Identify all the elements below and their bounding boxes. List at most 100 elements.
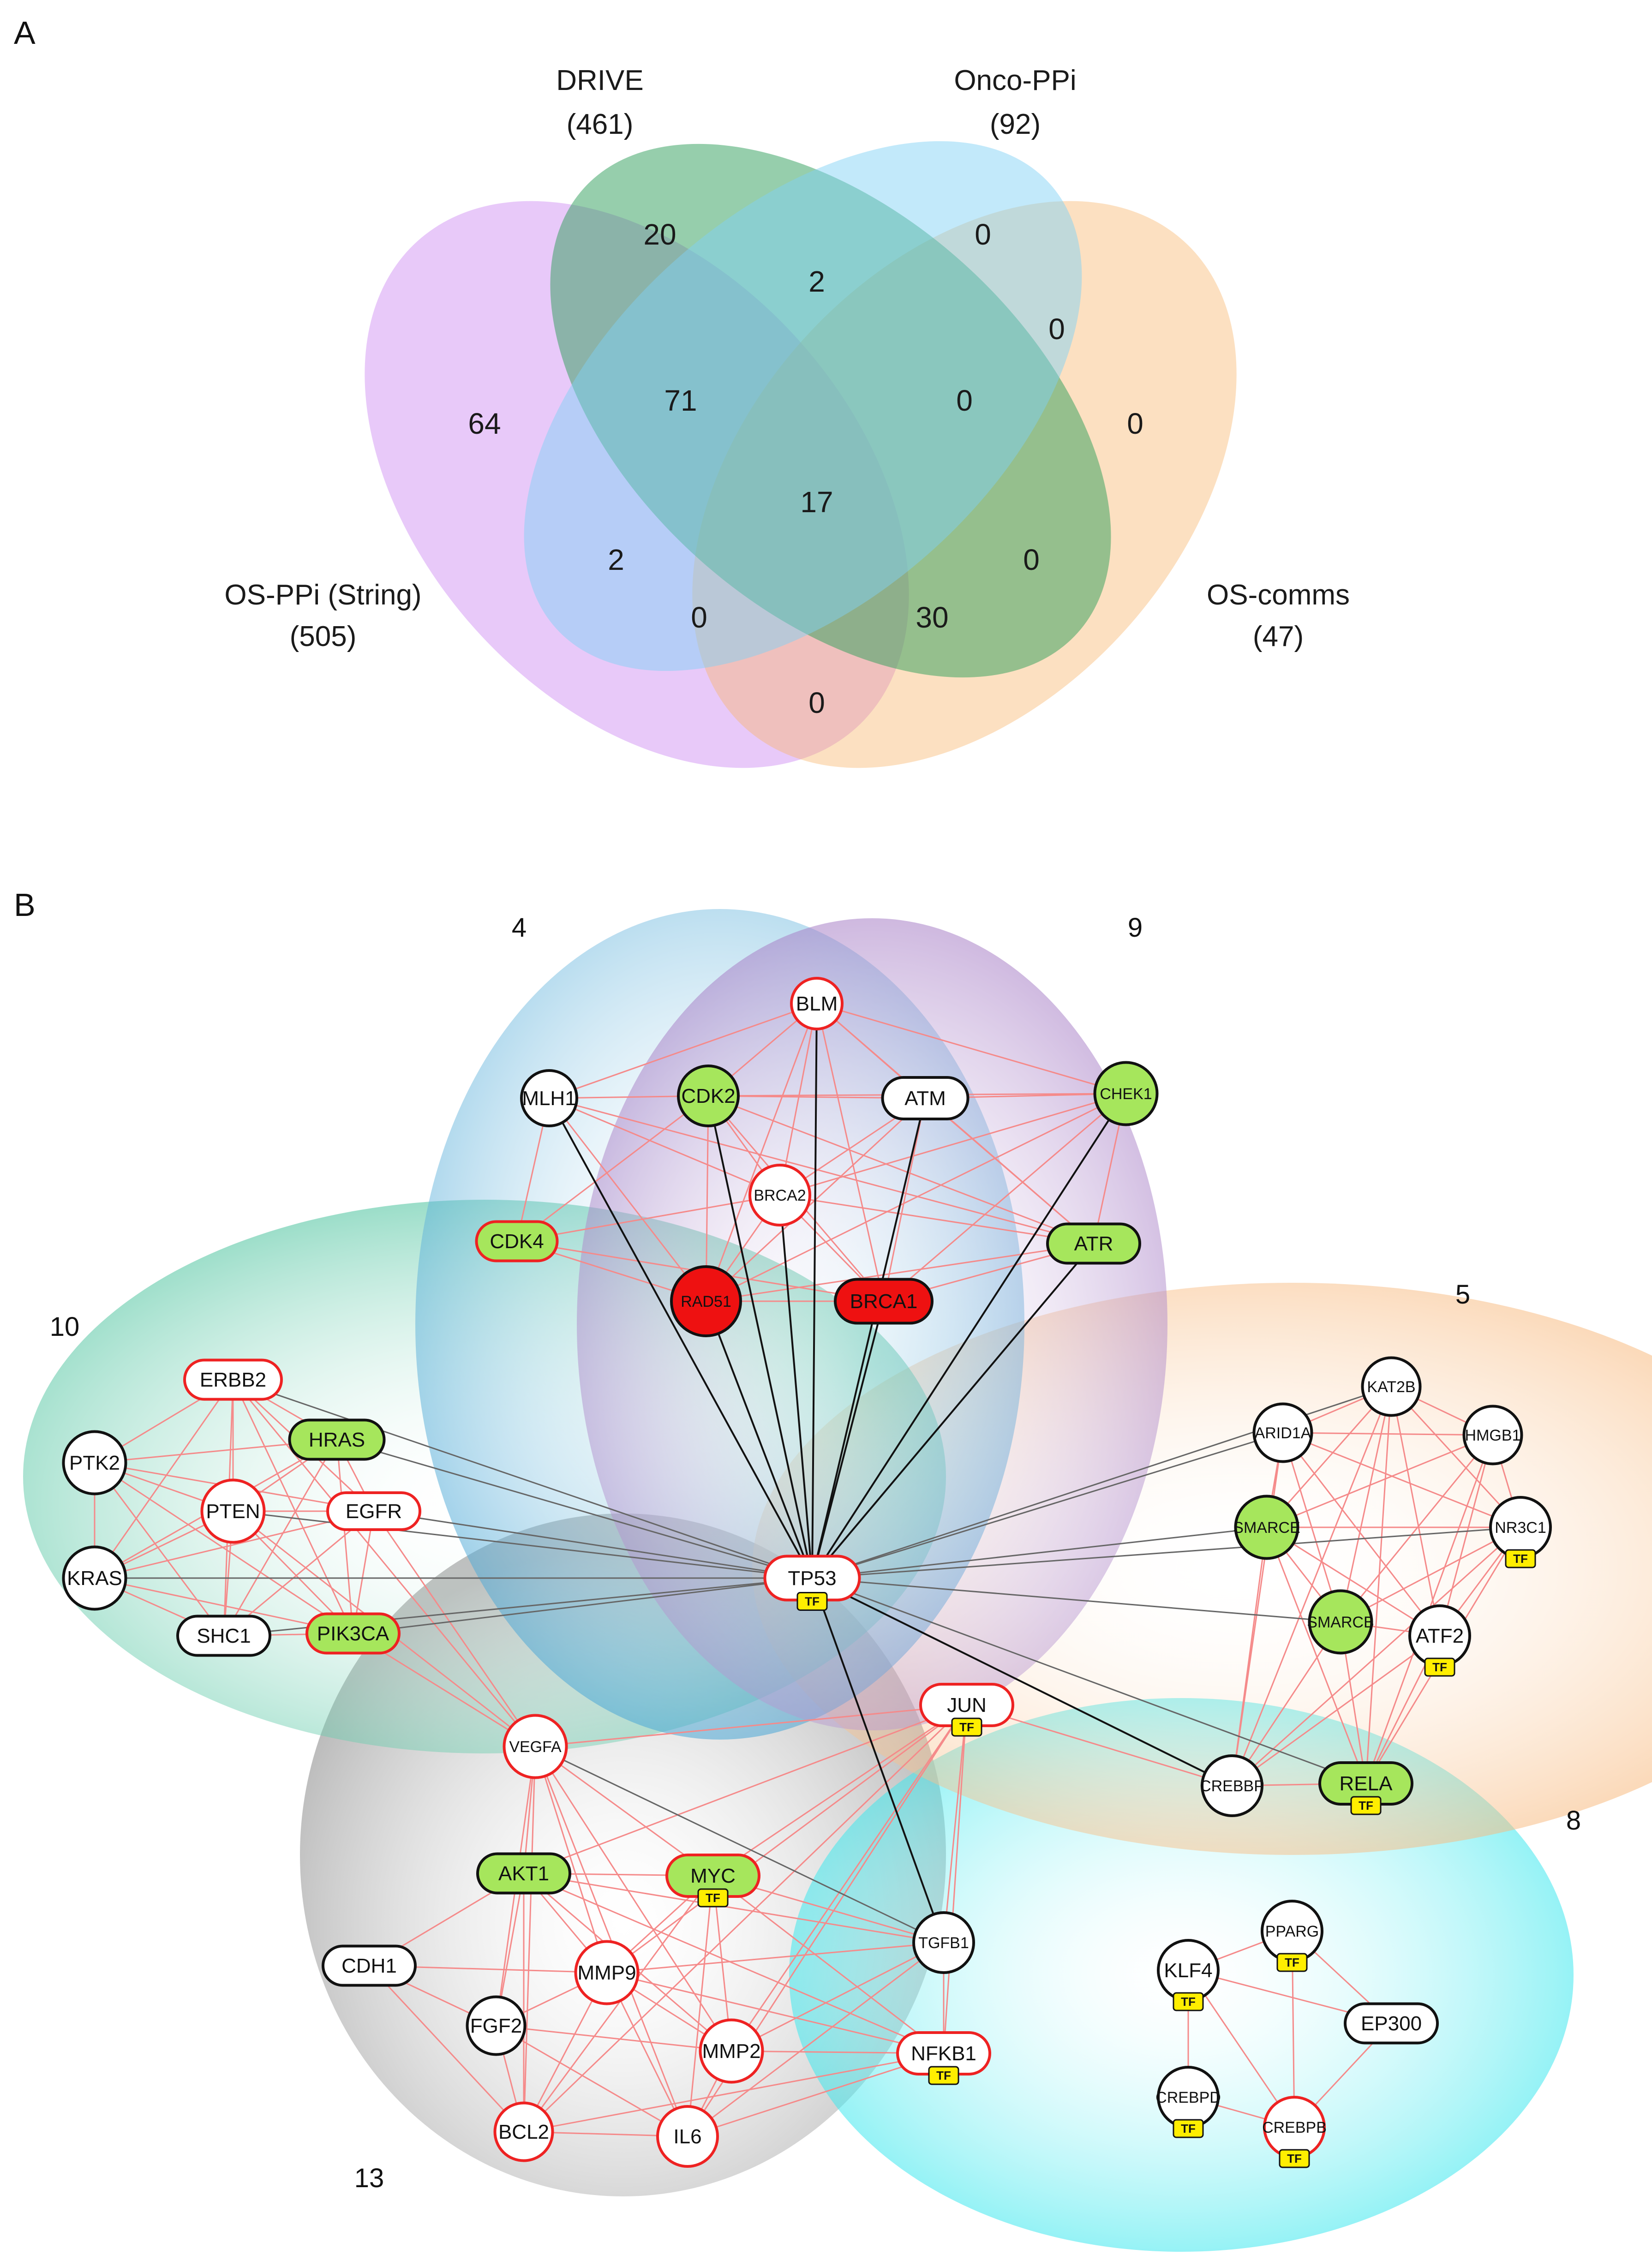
gene-node-label: NR3C1 <box>1495 1519 1546 1537</box>
gene-node-brca2[interactable]: BRCA2 <box>748 1164 811 1226</box>
gene-node-label: HRAS <box>309 1429 365 1451</box>
interaction-edge <box>1266 1527 1367 1784</box>
gene-node-mmp2[interactable]: MMP2 <box>699 2018 764 2084</box>
tf-badge <box>1350 1796 1382 1815</box>
gene-node-shape <box>503 1714 568 1779</box>
gene-node-crebbp[interactable]: CREBBP <box>1200 1754 1264 1817</box>
interaction-edge <box>943 1705 968 2054</box>
gene-node-label: JUN <box>947 1694 987 1717</box>
venn-set-count-drive: (461) <box>567 108 634 140</box>
interaction-edge <box>523 1872 944 2054</box>
gene-node-shape <box>881 1076 970 1120</box>
gene-node-label: BRCA1 <box>850 1290 918 1313</box>
gene-node-blm[interactable]: BLM <box>790 977 844 1030</box>
interaction-edge <box>712 1704 967 1877</box>
gene-node-label: PIK3CA <box>317 1622 389 1645</box>
gene-node-cdh1[interactable]: CDH1 <box>322 1944 417 1987</box>
tp53-edge <box>811 1093 1127 1579</box>
gene-node-label: ERBB2 <box>200 1369 266 1391</box>
gene-node-pten[interactable]: PTEN <box>200 1478 266 1544</box>
gene-node-label: MMP2 <box>702 2040 760 2063</box>
gene-node-shc1[interactable]: SHC1 <box>176 1615 271 1657</box>
gene-node-rad51[interactable]: RAD51 <box>670 1265 742 1337</box>
gene-node-mmp9[interactable]: MMP9 <box>574 1940 640 2005</box>
gene-node-arid1a[interactable]: ARID1A <box>1252 1402 1313 1463</box>
gene-node-il6[interactable]: IL6 <box>656 2105 719 2168</box>
gene-node-jun[interactable]: JUN TF <box>919 1683 1014 1737</box>
gene-node-shape <box>912 1911 975 1974</box>
tf-badge-label: TF <box>1181 2122 1196 2135</box>
gene-node-label: CREBBP <box>1200 1777 1264 1795</box>
gene-node-pik3ca[interactable]: PIK3CA <box>305 1612 401 1655</box>
venn-region-count: 64 <box>468 407 501 440</box>
interaction-edge <box>232 1379 536 1747</box>
tf-badge-label: TF <box>959 1720 974 1734</box>
tf-badge-label: TF <box>1181 1995 1196 2009</box>
gene-node-vegfa[interactable]: VEGFA <box>503 1714 568 1779</box>
gene-node-erbb2[interactable]: ERBB2 <box>183 1358 283 1401</box>
gene-node-atm[interactable]: ATM <box>881 1076 970 1120</box>
gene-node-label: ATR <box>1074 1232 1113 1255</box>
gene-node-label: EP300 <box>1361 2012 1422 2035</box>
gene-node-ep300[interactable]: EP300 <box>1344 2002 1439 2045</box>
gene-node-cdk2[interactable]: CDK2 <box>677 1065 740 1127</box>
gene-node-kat2b[interactable]: KAT2B <box>1361 1356 1422 1417</box>
tp53-edge <box>548 1098 813 1579</box>
tp53-edge <box>535 1746 944 1944</box>
cluster-id-label: 5 <box>1455 1280 1470 1310</box>
gene-node-fgf2[interactable]: FGF2 <box>466 1995 527 2056</box>
gene-node-label: MLH1 <box>522 1087 576 1110</box>
gene-node-atr[interactable]: ATR <box>1046 1222 1141 1265</box>
gene-node-kras[interactable]: KRAS <box>62 1545 127 1611</box>
gene-node-bcl2[interactable]: BCL2 <box>493 2101 554 2162</box>
interaction-edge <box>496 2025 688 2137</box>
venn-region-count: 0 <box>1048 312 1065 346</box>
gene-node-shape <box>1252 1402 1313 1463</box>
venn-region-count: 2 <box>808 265 825 298</box>
gene-node-shape <box>326 1491 421 1531</box>
gene-node-tgfb1[interactable]: TGFB1 <box>912 1911 975 1974</box>
gene-node-shape <box>176 1615 271 1657</box>
tp53-edge <box>812 1526 1267 1579</box>
gene-node-shape <box>1344 2002 1439 2045</box>
gene-node-cdk4[interactable]: CDK4 <box>475 1220 559 1262</box>
gene-node-brca1[interactable]: BRCA1 <box>834 1278 934 1325</box>
gene-node-hras[interactable]: HRAS <box>288 1418 386 1461</box>
gene-node-smarcb[interactable]: SMARCB <box>1307 1589 1374 1655</box>
interaction-edge <box>1232 1635 1440 1787</box>
interaction-edge <box>94 1462 225 1636</box>
gene-node-akt1[interactable]: AKT1 <box>476 1852 571 1895</box>
gene-node-chek1[interactable]: CHEK1 <box>1093 1061 1159 1126</box>
interaction-edge <box>373 1511 536 1747</box>
gene-node-hmgb1[interactable]: HMGB1 <box>1462 1405 1523 1465</box>
interaction-edge <box>1266 1434 1493 1528</box>
venn-region-count: 0 <box>691 601 707 634</box>
gene-node-shape <box>1093 1061 1159 1126</box>
gene-node-egfr[interactable]: EGFR <box>326 1491 421 1531</box>
gene-node-mlh1[interactable]: MLH1 <box>520 1069 578 1127</box>
venn-set-onco-ppi <box>524 141 1082 671</box>
tf-badge-label: TF <box>1287 2152 1302 2165</box>
venn-diagram <box>365 141 1237 768</box>
gene-node-shape <box>834 1278 934 1325</box>
tf-badge <box>796 1592 828 1611</box>
gene-node-smarce[interactable]: SMARCE <box>1233 1495 1300 1560</box>
interaction-edge <box>1365 1386 1392 1784</box>
gene-node-label: FGF2 <box>470 2015 522 2037</box>
gene-node-ptk2[interactable]: PTK2 <box>62 1430 127 1495</box>
interaction-edge <box>1439 1435 1494 1636</box>
gene-node-label: HMGB1 <box>1465 1427 1521 1444</box>
gene-node-label: MYC <box>690 1865 736 1887</box>
gene-node-shape <box>305 1612 401 1655</box>
